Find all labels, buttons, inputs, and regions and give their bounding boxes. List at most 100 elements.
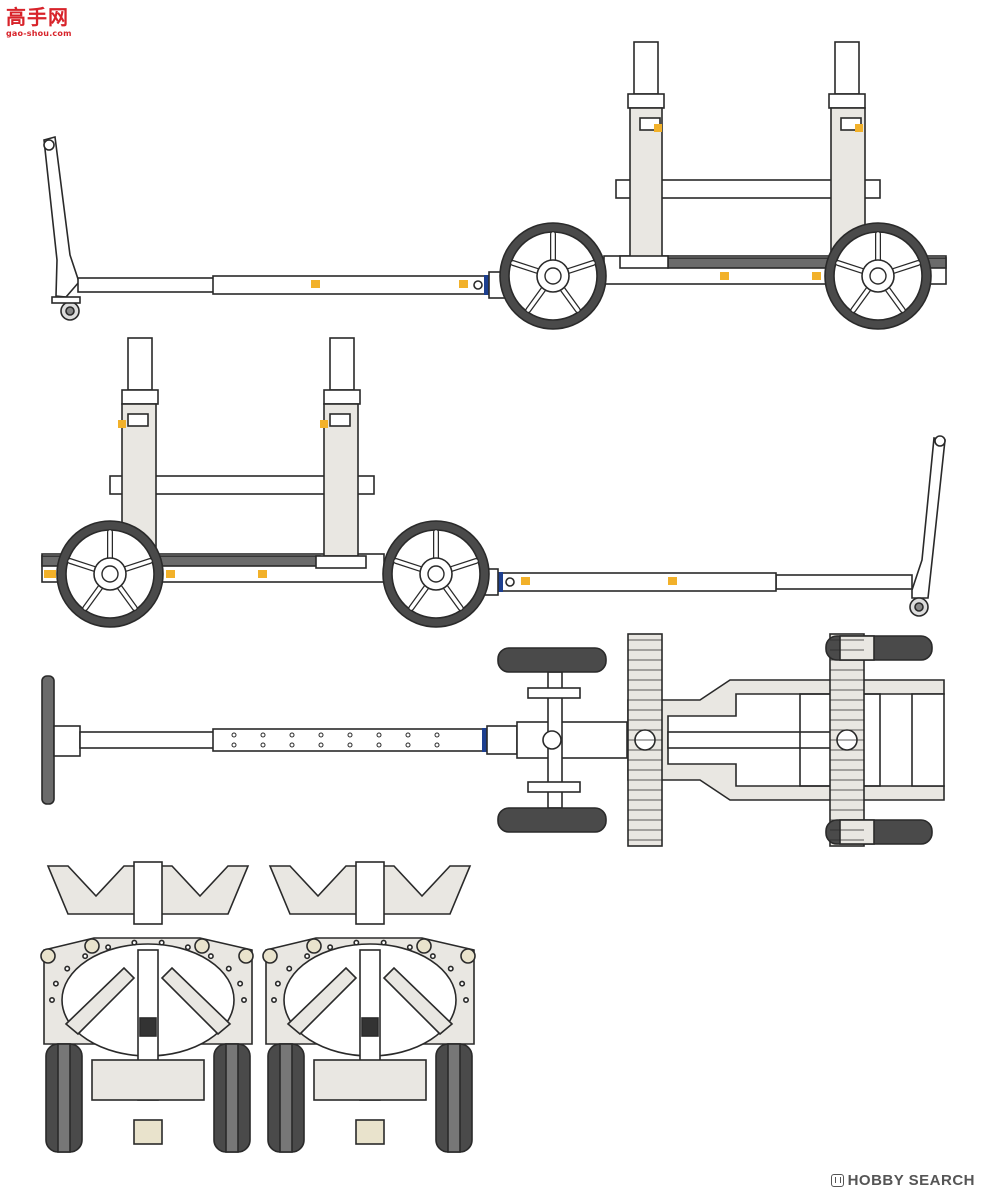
drawbar-outer — [501, 572, 777, 592]
cradle-right — [149, 865, 250, 915]
crossbar — [615, 179, 881, 199]
corner-roller — [262, 948, 278, 964]
drawbar-hole — [318, 732, 324, 738]
top-view — [41, 633, 945, 847]
wheel-spoke — [511, 261, 540, 273]
center-post — [133, 861, 163, 925]
wheel-hub-cap — [101, 565, 119, 583]
handle-grip — [43, 139, 55, 151]
rivet — [274, 980, 281, 987]
wheel — [824, 222, 932, 330]
rivet — [241, 996, 248, 1003]
lower-frame — [91, 1059, 205, 1101]
hobby-search-watermark: HOBBY SEARCH — [830, 1170, 975, 1190]
drawbar-hole — [405, 732, 411, 738]
handle-caster-hub — [914, 602, 924, 612]
wheel — [499, 222, 607, 330]
drawbar-hole — [347, 732, 353, 738]
drawbar-hole — [405, 742, 411, 748]
drawbar-hole — [347, 742, 353, 748]
cradle-left — [268, 865, 369, 915]
wheel — [56, 520, 164, 628]
tire-tread — [57, 1043, 71, 1153]
corner-roller — [194, 938, 210, 954]
hitch-block — [486, 725, 518, 755]
wheel-spoke — [68, 559, 97, 571]
drawbar-hole — [376, 742, 382, 748]
cradle-right — [371, 865, 472, 915]
handle-mount — [53, 725, 81, 757]
rivet — [184, 944, 191, 951]
main-frame — [627, 679, 945, 801]
side-view-handle-right — [41, 337, 946, 617]
corner-roller — [416, 938, 432, 954]
wheel-hub-cap — [869, 267, 887, 285]
marker — [720, 272, 729, 280]
site-watermark-logo: 高手网 gao-shou.com — [6, 6, 76, 40]
rivet — [207, 953, 214, 960]
site-watermark-title: 高手网 — [6, 5, 69, 29]
drawbar-outer — [212, 275, 486, 295]
marker — [166, 570, 175, 578]
wheel-hub-cap — [544, 267, 562, 285]
rivet — [447, 965, 454, 972]
handle-caster-hub — [65, 306, 75, 316]
drawbar-hole — [318, 742, 324, 748]
hobby-search-logo-icon — [830, 1173, 844, 1187]
wheel-hub-cap — [427, 565, 445, 583]
front-tire-right — [497, 807, 607, 833]
drawbar-hole — [289, 732, 295, 738]
drawbar-inner — [77, 277, 215, 293]
rivet — [237, 980, 244, 987]
hitch-pin — [473, 280, 483, 290]
drawbar-outer — [212, 728, 484, 752]
wheel-spoke — [123, 559, 152, 571]
wheel-spoke — [409, 585, 429, 610]
front-axle-housing — [516, 721, 628, 759]
drawbar-inner — [775, 574, 913, 590]
marker — [459, 280, 468, 288]
wheel-spoke — [526, 287, 546, 312]
rivet — [304, 953, 311, 960]
hobby-search-text: HOBBY SEARCH — [847, 1171, 975, 1189]
drawbar-hole — [289, 742, 295, 748]
side-view-handle-left — [43, 41, 947, 321]
tow-handle — [43, 135, 80, 298]
data-plate — [139, 1017, 157, 1037]
drawbar-holes — [231, 732, 440, 748]
tire-tread — [279, 1043, 293, 1153]
rivet — [286, 965, 293, 972]
kingpin — [542, 730, 562, 750]
steering-arm — [527, 781, 581, 793]
rivet — [327, 944, 334, 951]
wheel-spoke — [851, 287, 871, 312]
cradle-left — [46, 865, 147, 915]
handle-caster-fork — [51, 296, 81, 304]
upright-rear — [315, 337, 367, 569]
tire-tread — [447, 1043, 461, 1153]
main-wheels — [56, 222, 932, 628]
rivet — [158, 939, 165, 946]
drawbar-hole — [376, 732, 382, 738]
corner-roller — [40, 948, 56, 964]
rivet — [52, 980, 59, 987]
wheel-spoke — [566, 261, 595, 273]
front-caster — [133, 1119, 163, 1145]
drawbar-inner — [79, 731, 215, 749]
hitch-collar — [484, 275, 489, 295]
hitch-pin — [505, 577, 515, 587]
data-plate — [361, 1017, 379, 1037]
site-watermark-url: gao-shou.com — [6, 29, 72, 38]
marker — [521, 577, 530, 585]
rivet — [105, 944, 112, 951]
rivet — [48, 996, 55, 1003]
marker — [258, 570, 267, 578]
drawbar-hole — [434, 742, 440, 748]
center-post — [355, 861, 385, 925]
wheel-spoke — [394, 559, 423, 571]
rivet — [459, 980, 466, 987]
corner-roller — [238, 948, 254, 964]
hitch-collar — [498, 572, 503, 592]
rivet — [270, 996, 277, 1003]
